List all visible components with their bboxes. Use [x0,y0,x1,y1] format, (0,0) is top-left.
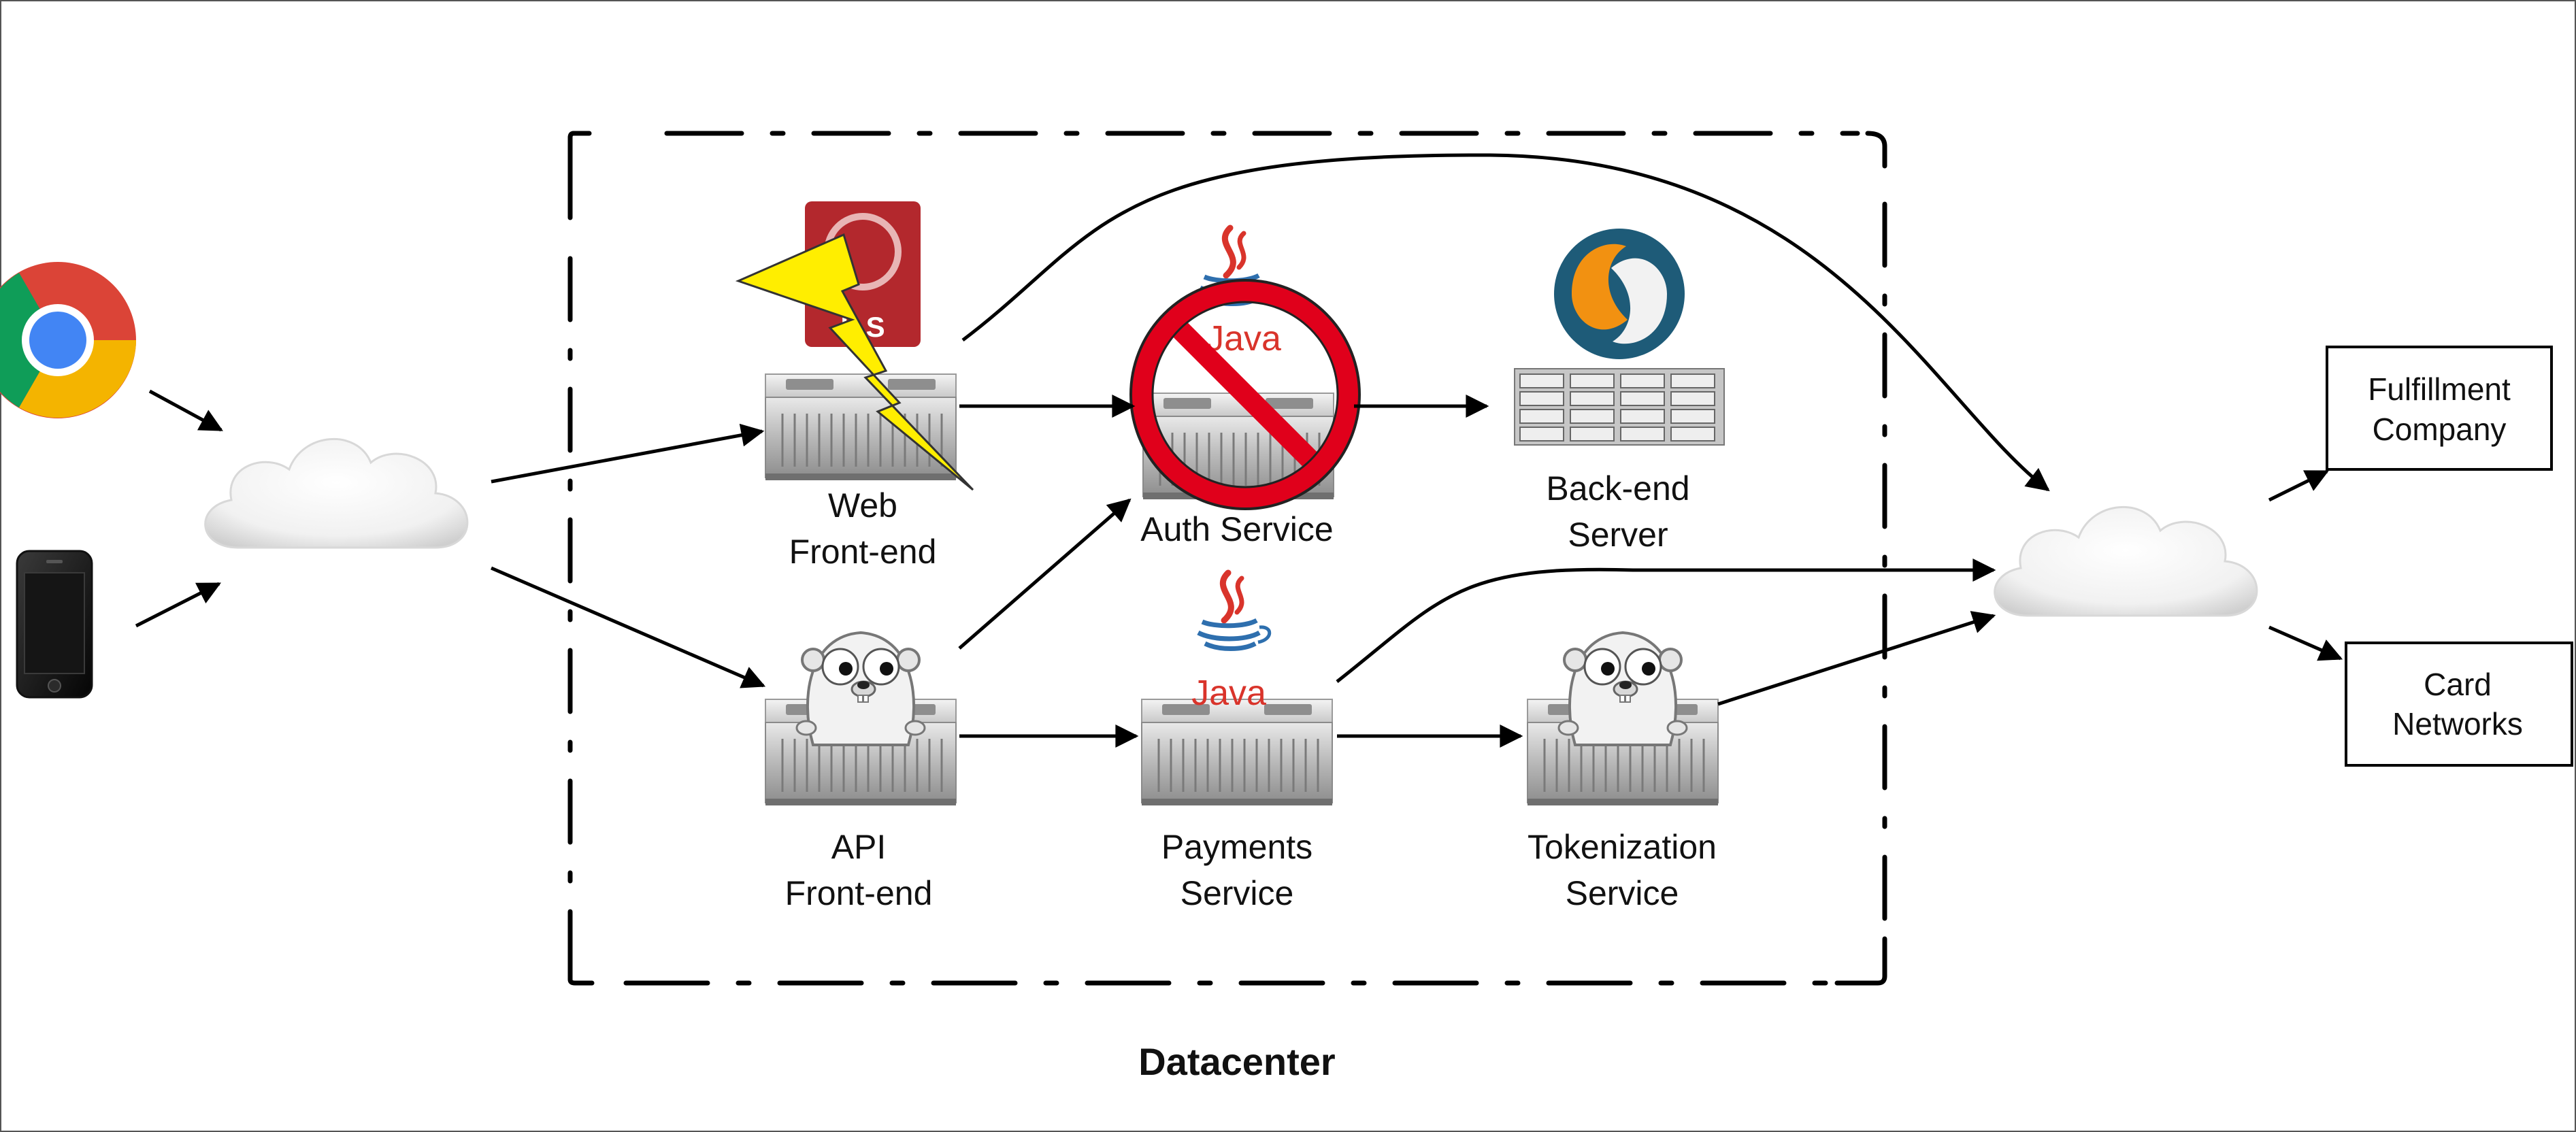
web-frontend-label-line1: Web [828,486,897,525]
arrow-tokenization-to-cloud-right [1717,611,1996,706]
api-frontend-label-line1: API [831,828,887,866]
auth-service-label: Auth Service [1140,510,1333,548]
payments-service-node: Java Payments Service [1140,573,1334,912]
arrow-web-to-cloud-right [961,153,2050,492]
connections [135,153,2343,748]
api-frontend-node: API Front-end [764,631,957,912]
datacenter-boundary [567,131,1887,986]
datacenter-label: Datacenter [1138,1040,1335,1083]
web-frontend-node: ILS Web Front-end [735,201,974,571]
arrow-cloud-to-fulfillment [2268,469,2330,502]
arrow-payments-to-cloud-right [1336,559,1996,683]
fulfillment-company-label-line2: Company [2373,412,2507,447]
fulfillment-company-box: Fulfillment Company [2326,346,2553,471]
backend-server-label-line1: Back-end [1546,469,1689,507]
arrow-browser-to-cloud [148,389,223,432]
arrow-cloud-to-card-networks [2268,625,2343,661]
java-logo-text-top: Java [1206,319,1281,359]
fulfillment-company-label-line1: Fulfillment [2368,371,2511,407]
arrow-api-to-auth [958,498,1132,650]
java-logo-text-bottom: Java [1191,673,1266,713]
prohibited-icon [1129,279,1361,510]
tokenization-service-node: Tokenization Service [1526,631,1719,912]
payments-service-label-line1: Payments [1161,828,1312,866]
go-gopher-icon [795,631,926,746]
card-networks-label-line1: Card [2424,667,2492,702]
card-networks-box: Card Networks [2345,642,2573,767]
java-logo-icon [1198,573,1270,649]
chrome-icon [0,262,136,418]
payments-service-label-line2: Service [1180,874,1294,912]
smartphone-icon [16,550,93,699]
internet-cloud-left [204,437,469,549]
mysql-logo-icon [1554,229,1685,359]
go-gopher-icon [1557,631,1688,746]
backend-server-label-line2: Server [1568,516,1668,554]
arrow-cloud-to-web-frontend [491,423,765,484]
tokenization-service-label-line1: Tokenization [1528,828,1717,866]
arrow-cloud-to-api-frontend [491,566,766,688]
auth-service-node: Java Auth Service [1129,228,1361,548]
tokenization-service-label-line2: Service [1566,874,1679,912]
lightning-bolt-icon [735,233,974,491]
web-frontend-label-line2: Front-end [789,533,937,571]
api-frontend-label-line2: Front-end [785,874,933,912]
backend-server-node: Back-end Server [1514,229,1725,554]
card-networks-label-line2: Networks [2392,706,2523,742]
arrow-phone-to-cloud [135,582,222,628]
internet-cloud-right [1994,505,2258,617]
